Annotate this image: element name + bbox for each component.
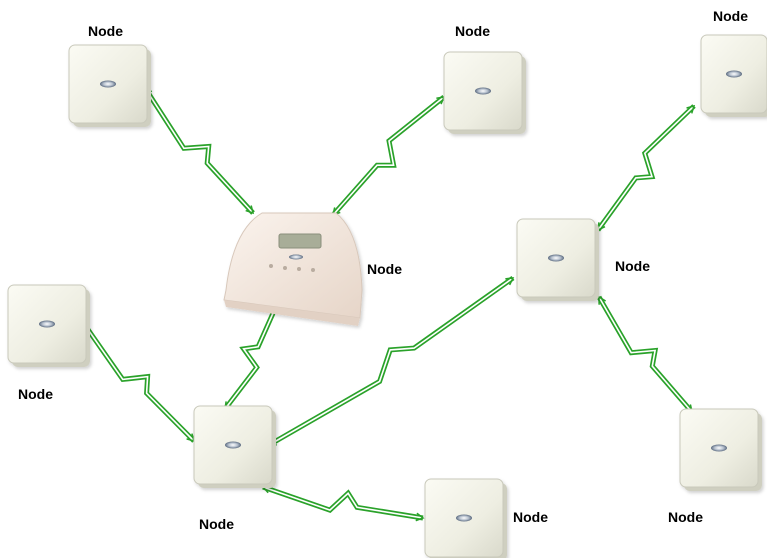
sensor-lens-icon (225, 441, 241, 449)
wireless-link (79, 319, 196, 443)
controller-button (297, 267, 301, 271)
sensor-lens-icon (711, 444, 727, 452)
node-label: Node (713, 8, 748, 24)
link-inner-stroke (332, 96, 445, 216)
sensor-node-icon (424, 478, 507, 558)
links-layer (79, 86, 696, 519)
controller-logo (289, 254, 303, 260)
node-label: Node (367, 261, 402, 277)
link-inner-stroke (598, 296, 693, 413)
controller-display (278, 233, 322, 249)
wireless-link (269, 275, 515, 448)
controller-base (224, 300, 360, 326)
node-label: Node (18, 386, 53, 402)
wireless-link (596, 296, 694, 414)
node-label: Node (668, 509, 703, 525)
node-label: Node (513, 509, 548, 525)
link-inner-stroke (224, 301, 279, 410)
wireless-link (331, 95, 446, 217)
sensor-lens-icon (39, 320, 55, 328)
sensor-lens-icon (475, 87, 491, 95)
wireless-link (142, 86, 255, 215)
wireless-link (223, 301, 281, 411)
link-inner-stroke (81, 320, 195, 442)
node-label: Node (199, 516, 234, 532)
sensor-node-icon (443, 51, 526, 134)
sensor-node-icon (193, 405, 276, 488)
link-inner-stroke (597, 105, 695, 231)
sensor-lens-icon (548, 254, 564, 262)
controller-button (283, 266, 287, 270)
sensor-lens-icon (100, 80, 116, 88)
sensor-node-icon (679, 408, 762, 491)
node-label: Node (455, 23, 490, 39)
sensor-lens-icon (456, 514, 472, 522)
controller-body (223, 212, 363, 319)
link-inner-stroke (262, 486, 424, 519)
sensor-node-icon (7, 284, 90, 367)
sensor-node-icon (516, 218, 599, 301)
controller-hub-icon (223, 212, 363, 326)
link-inner-stroke (144, 87, 254, 214)
wireless-link (262, 484, 424, 519)
sensor-lens-icon (726, 70, 742, 78)
node-label: Node (615, 258, 650, 274)
node-label: Node (88, 23, 123, 39)
sensor-node-icon (700, 34, 767, 117)
controller-button (311, 268, 315, 272)
sensor-node-icon (68, 44, 151, 127)
controller-button (269, 264, 273, 268)
nodes-layer (7, 34, 767, 558)
wireless-link (595, 104, 696, 232)
